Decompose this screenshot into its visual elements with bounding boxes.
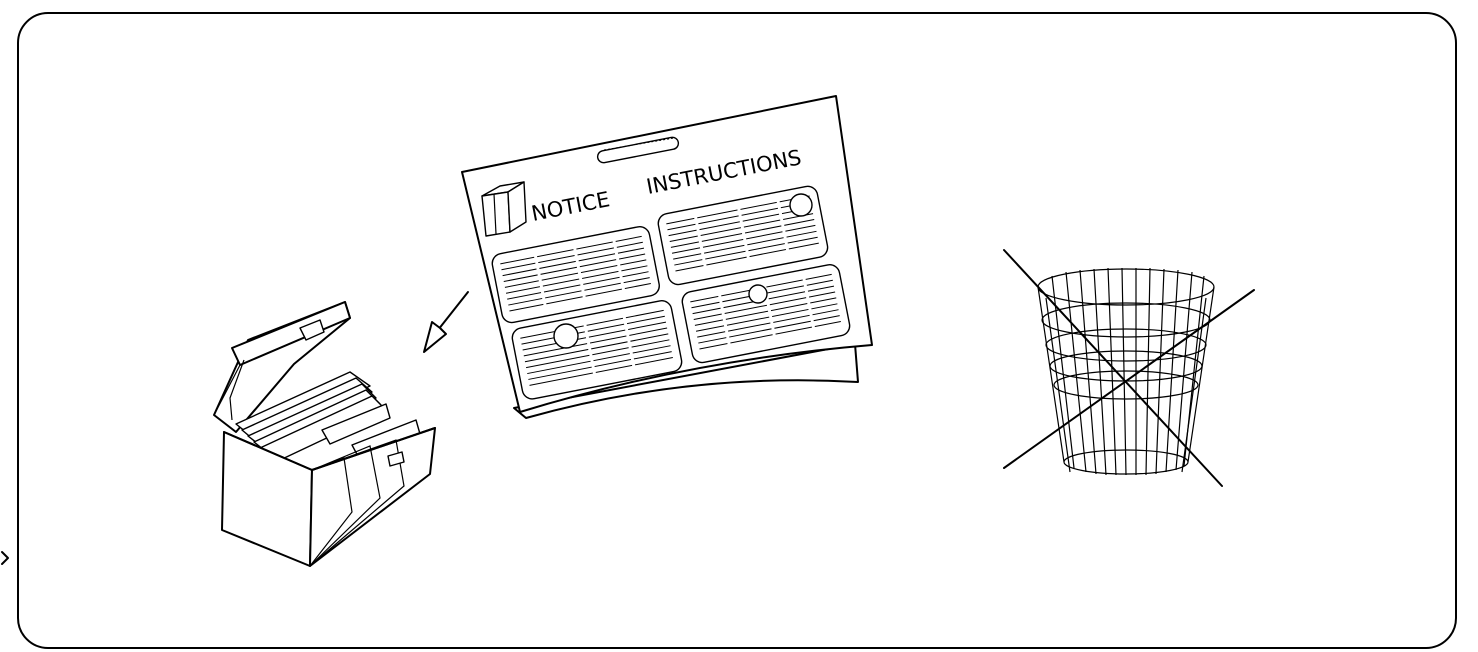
prohibition-cross — [1003, 249, 1223, 487]
wastebasket-crossed-icon — [1003, 249, 1255, 487]
diagram-frame — [17, 12, 1457, 649]
panel-bottom-left — [511, 300, 683, 400]
mounting-hole-icon — [748, 284, 768, 304]
panel-top-left — [491, 226, 660, 324]
panel-top-right — [657, 185, 829, 286]
file-box-icon — [213, 301, 436, 567]
edge-mark — [1, 551, 9, 565]
mounting-hole-icon — [789, 193, 813, 217]
mounting-hole-icon — [553, 323, 579, 349]
cabinet-icon — [481, 181, 527, 237]
panel-bottom-right — [681, 264, 851, 364]
arrow-to-file-box — [423, 291, 469, 353]
notice-instructions-sheet: NOTICE INSTRUCTIONS — [461, 95, 873, 419]
